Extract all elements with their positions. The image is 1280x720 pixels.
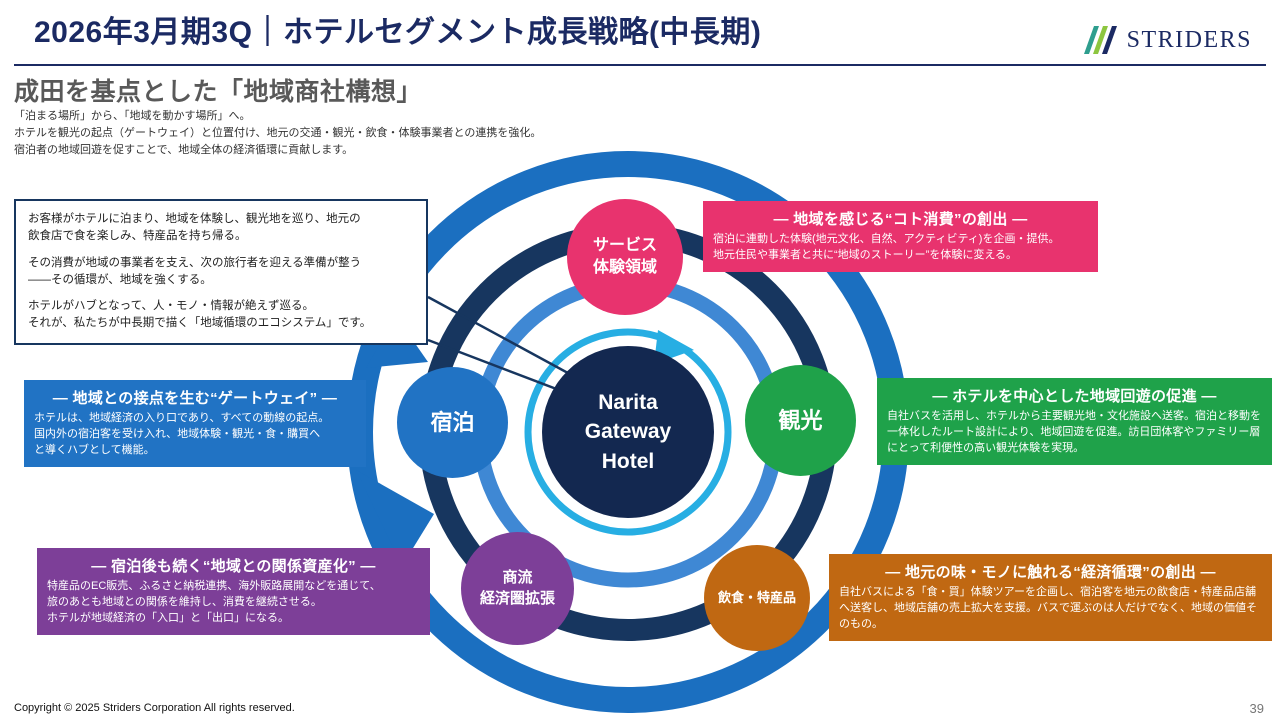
- intro-heading: 成田を基点とした「地域商社構想」: [14, 78, 423, 106]
- intro-line-3: 宿泊者の地域回遊を促すことで、地域全体の経済循環に貢献します。: [14, 144, 354, 157]
- panel-koto-consumption: ― 地域を感じる“コト消費”の創出 ― 宿泊に連動した体験(地元文化、自然、アク…: [703, 201, 1098, 272]
- panel-tourism-circulation: ― ホテルを中心とした地域回遊の促進 ― 自社バスを活用し、ホテルから主要観光地…: [877, 378, 1272, 465]
- copyright-text: Copyright © 2025 Striders Corporation Al…: [14, 702, 295, 714]
- page-number: 39: [1249, 701, 1264, 716]
- callout-paragraph-2: その消費が地域の事業者を支え、次の旅行者を迎える準備が整う ——その循環が、地域…: [28, 256, 362, 286]
- node-commerce-expansion: 商流 経済圏拡張: [461, 532, 574, 645]
- ecosystem-callout-box: お客様がホテルに泊まり、地域を体験し、観光地を巡り、地元の 飲食店で食を楽しみ、…: [14, 199, 428, 345]
- panel-kankei-title: ― 宿泊後も続く“地域との関係資産化” ―: [91, 558, 376, 575]
- intro-line-1: 「泊まる場所」から、「地域を動かす場所」へ。: [14, 110, 251, 122]
- panel-kaiyu-title: ― ホテルを中心とした地域回遊の促進 ―: [932, 388, 1217, 405]
- panel-economic-circulation: ― 地元の味・モノに触れる“経済循環”の創出 ― 自社バスによる「食・買」体験ツ…: [829, 554, 1272, 641]
- panel-gateway-title: ― 地域との接点を生む“ゲートウェイ” ―: [52, 390, 338, 407]
- panel-keizai-title: ― 地元の味・モノに触れる“経済循環”の創出 ―: [885, 564, 1216, 581]
- callout-paragraph-3: ホテルがハブとなって、人・モノ・情報が絶えず巡る。 それが、私たちが中長期で描く…: [28, 300, 372, 330]
- panel-gateway: ― 地域との接点を生む“ゲートウェイ” ― ホテルは、地域経済の入り口であり、す…: [24, 380, 366, 467]
- header: 2026年3月期3Q｜ホテルセグメント成長戦略(中長期) STRIDERS: [0, 0, 1280, 54]
- panel-koto-title: ― 地域を感じる“コト消費”の創出 ―: [773, 211, 1028, 228]
- intro-section: 成田を基点とした「地域商社構想」 「泊まる場所」から、「地域を動かす場所」へ。 …: [14, 72, 1280, 159]
- panel-kaiyu-body: 自社バスを活用し、ホテルから主要観光地・文化施設へ送客。宿泊と移動を一体化したル…: [887, 410, 1261, 454]
- center-hotel-circle: Narita Gateway Hotel: [542, 346, 714, 518]
- page-title: 2026年3月期3Q｜ホテルセグメント成長戦略(中長期): [34, 16, 762, 49]
- panel-kankei-body: 特産品のEC販売、ふるさと納税連携、海外販路展開などを通じて、 旅のあとも地域と…: [47, 580, 381, 624]
- panel-relationship-asset: ― 宿泊後も続く“地域との関係資産化” ― 特産品のEC販売、ふるさと納税連携、…: [37, 548, 430, 635]
- node-food-specialty: 飲食・特産品: [704, 545, 810, 651]
- striders-logo-text: STRIDERS: [1126, 26, 1252, 53]
- node-service-experience: サービス 体験領域: [567, 199, 683, 315]
- striders-logo: STRIDERS: [1080, 26, 1252, 54]
- panel-keizai-body: 自社バスによる「食・買」体験ツアーを企画し、宿泊客を地元の飲食店・特産品店舗へ送…: [839, 586, 1257, 630]
- node-tourism: 観光: [745, 365, 856, 476]
- striders-logo-icon: [1083, 26, 1117, 54]
- header-rule: [14, 64, 1266, 66]
- node-lodging: 宿泊: [397, 367, 508, 478]
- intro-line-2: ホテルを観光の起点（ゲートウェイ）と位置付け、地元の交通・観光・飲食・体験事業者…: [14, 127, 542, 140]
- panel-koto-body: 宿泊に連動した体験(地元文化、自然、アクティビティ)を企画・提供。 地元住民や事…: [713, 233, 1060, 261]
- panel-gateway-body: ホテルは、地域経済の入り口であり、すべての動線の起点。 国内外の宿泊客を受け入れ…: [34, 412, 330, 456]
- callout-paragraph-1: お客様がホテルに泊まり、地域を体験し、観光地を巡り、地元の 飲食店で食を楽しみ、…: [28, 213, 361, 243]
